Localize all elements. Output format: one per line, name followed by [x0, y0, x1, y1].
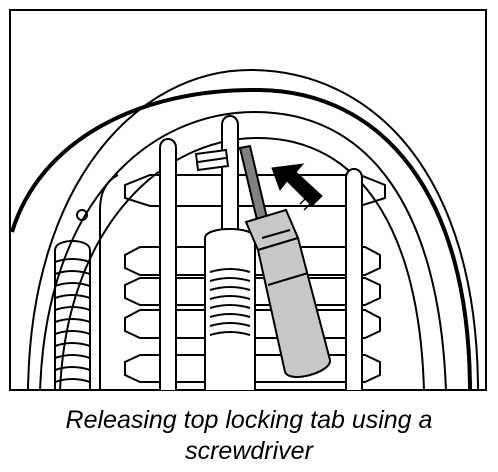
left-coil-spring: [54, 240, 91, 390]
caption-line-2: screwdriver: [185, 437, 313, 465]
direction-arrow-icon: [271, 163, 323, 211]
screwdriver: [238, 144, 331, 378]
drum-arc-outer: [27, 68, 479, 390]
illustration: [9, 9, 487, 391]
left-rail: [99, 174, 119, 390]
mount-hole: [76, 209, 88, 221]
drum-arc-thick: [10, 87, 472, 390]
screwdriver-handle: [256, 236, 331, 378]
center-spring: [204, 228, 256, 390]
caption-line-1: Releasing top locking tab using a: [65, 406, 433, 434]
top-locking-tab: [194, 148, 230, 172]
